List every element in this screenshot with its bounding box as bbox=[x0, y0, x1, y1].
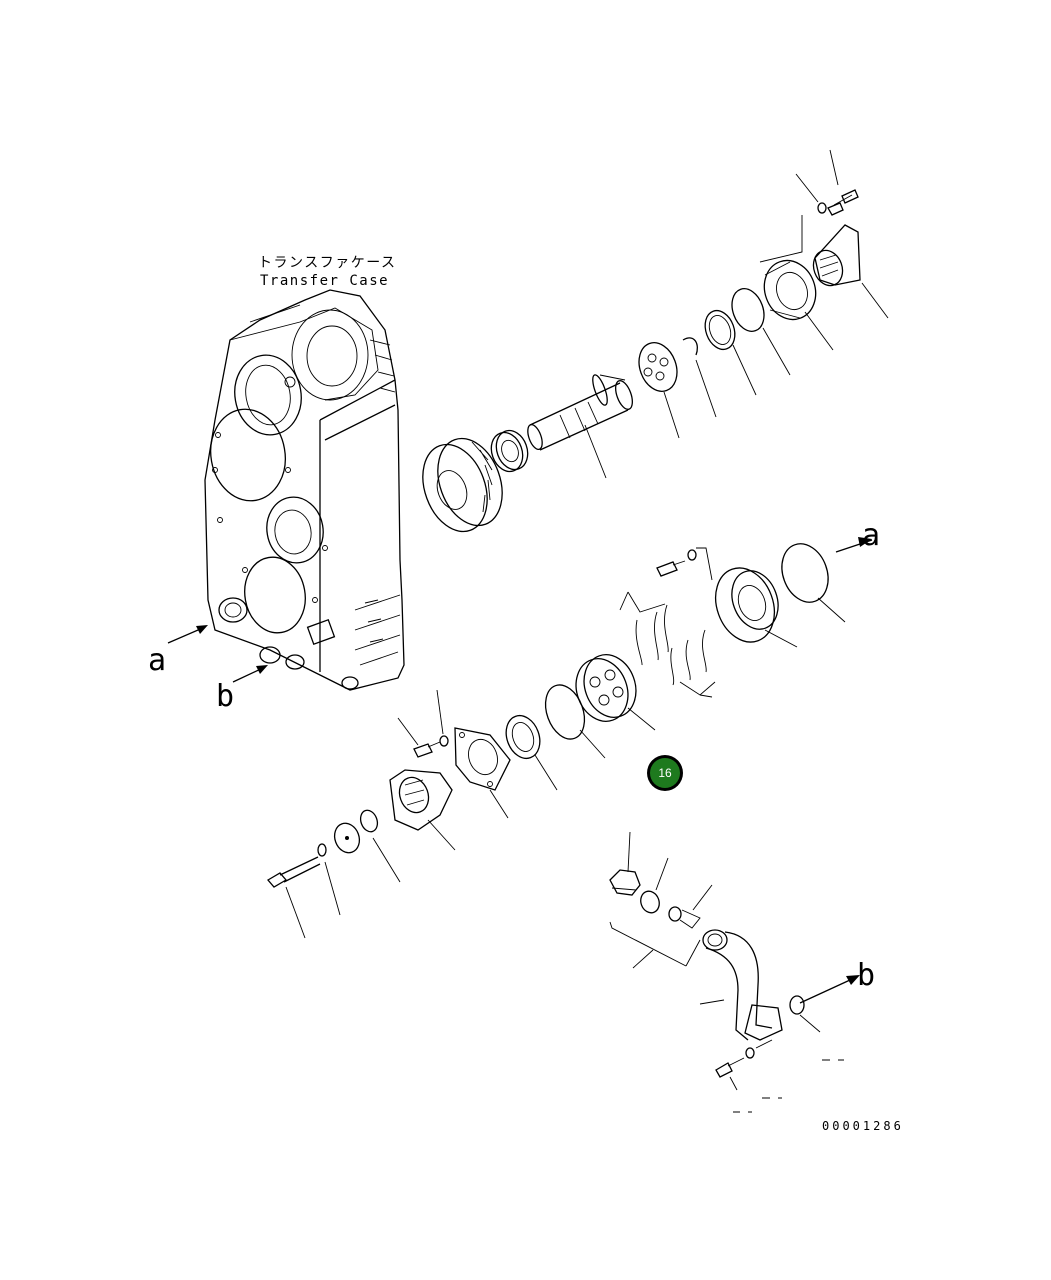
callout-badge[interactable]: 16 bbox=[647, 755, 683, 791]
drawing-number: 00001286 bbox=[822, 1119, 904, 1133]
ref-label-b-left: b bbox=[216, 679, 234, 714]
upper-shaft-train bbox=[422, 189, 861, 533]
transfer-case-housing bbox=[204, 289, 405, 691]
upper-leader-lines bbox=[584, 149, 889, 479]
title-english: Transfer Case bbox=[260, 273, 389, 289]
lower-pipe-assembly bbox=[609, 831, 844, 1113]
badge-label: 16 bbox=[658, 766, 672, 780]
ref-label-a-left: a bbox=[148, 643, 166, 678]
ref-label-b-right: b bbox=[857, 958, 875, 993]
ref-label-a-right: a bbox=[862, 518, 880, 553]
middle-assembly bbox=[266, 537, 873, 939]
reference-arrows bbox=[167, 625, 860, 1004]
title-japanese: トランスファケース bbox=[258, 255, 397, 271]
badge-fill bbox=[650, 758, 680, 788]
